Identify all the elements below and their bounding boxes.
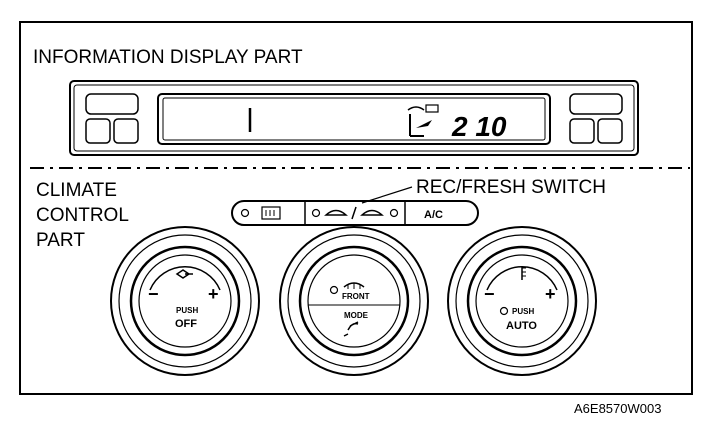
temp-push-label: PUSH <box>512 307 534 316</box>
rec-indicator <box>311 208 321 218</box>
mode-knob[interactable]: FRONT MODE <box>279 226 429 376</box>
ac-button[interactable]: A/C <box>424 209 443 221</box>
display-left-bottom-button-a[interactable] <box>85 118 111 144</box>
outer-frame <box>19 21 693 395</box>
fan-minus-label: − <box>148 284 159 304</box>
auto-indicator <box>499 306 509 316</box>
climate-label: CLIMATE <box>36 180 117 201</box>
display-left-bottom-button-b[interactable] <box>113 118 139 144</box>
front-label: FRONT <box>342 292 370 301</box>
fan-speed-fan-icon <box>175 269 193 279</box>
fan-speed-knob[interactable]: − + PUSH OFF <box>110 226 260 376</box>
fan-off-label: OFF <box>175 318 197 330</box>
rear-defrost-indicator <box>240 208 250 218</box>
figure-code: A6E8570W003 <box>574 401 661 416</box>
rec-fresh-button[interactable] <box>311 206 399 220</box>
front-defrost-indicator <box>329 285 339 295</box>
information-display-part-label: INFORMATION DISPLAY PART <box>33 47 303 68</box>
fan-push-label: PUSH <box>176 306 198 315</box>
front-defrost-icon <box>343 282 365 289</box>
rec-fresh-slash <box>351 206 357 220</box>
display-right-bottom-button-a[interactable] <box>569 118 595 144</box>
information-display-panel: 2 10 <box>69 80 639 156</box>
display-right-top-button[interactable] <box>569 93 623 115</box>
fresh-air-icon <box>360 209 384 216</box>
temp-plus-label: + <box>545 284 556 304</box>
button-strip: A/C <box>231 200 479 226</box>
temp-minus-label: − <box>484 284 495 304</box>
lcd-screen <box>157 93 551 145</box>
control-label: CONTROL <box>36 205 129 226</box>
part-label: PART <box>36 230 85 251</box>
rec-fresh-switch-label: REC/FRESH SWITCH <box>416 177 606 198</box>
display-left-top-button[interactable] <box>85 93 139 115</box>
airflow-person-icon <box>409 114 432 137</box>
lcd-digits: 2 10 <box>451 111 507 142</box>
temp-auto-label: AUTO <box>506 320 537 332</box>
fan-plus-label: + <box>208 284 219 304</box>
temperature-knob[interactable]: − + PUSH AUTO <box>447 226 597 376</box>
display-right-bottom-button-b[interactable] <box>597 118 623 144</box>
fresh-indicator <box>389 208 399 218</box>
mode-airflow-icon <box>343 321 359 337</box>
rear-defrost-button[interactable] <box>240 206 281 220</box>
rear-defrost-icon <box>261 206 281 220</box>
recirculation-car-icon <box>407 104 439 113</box>
recirculate-icon <box>324 209 348 216</box>
mode-label: MODE <box>344 311 369 320</box>
thermometer-icon <box>521 266 526 280</box>
